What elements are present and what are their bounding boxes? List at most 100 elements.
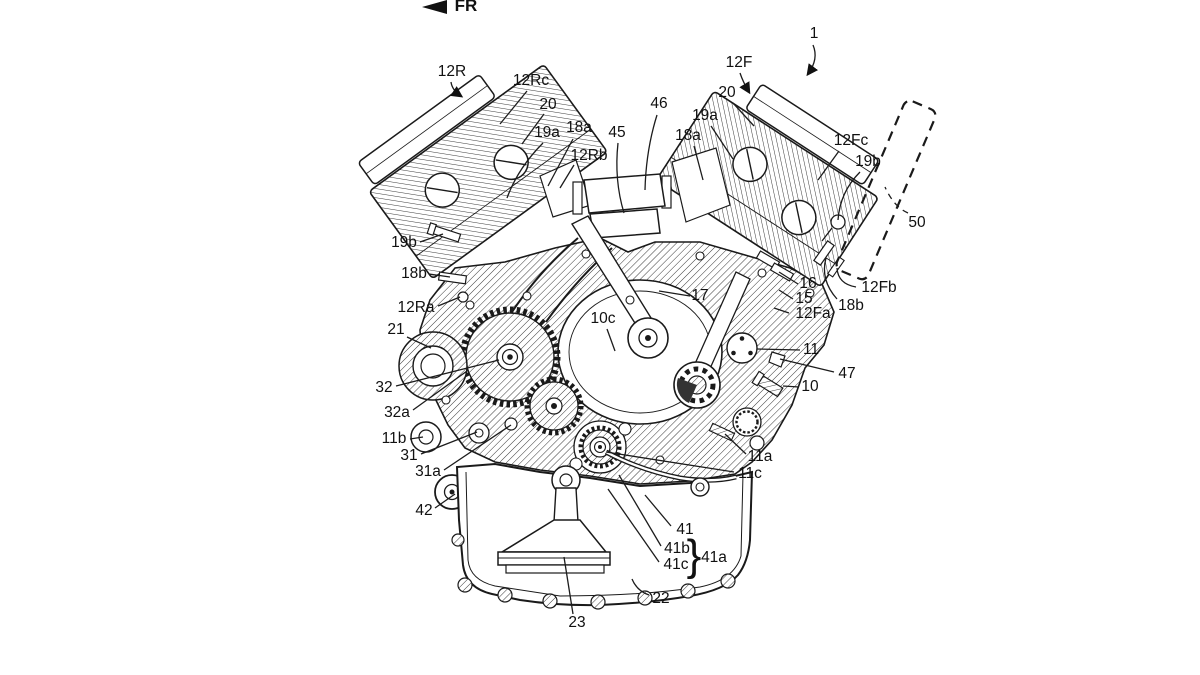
ref-label-21-29: 21: [387, 321, 404, 338]
leader-line-20-10: [732, 102, 755, 127]
leader-line-11c-37: [605, 451, 735, 473]
leader-line-45-7: [616, 142, 625, 214]
washer-31: [468, 422, 490, 444]
water-pump-cover: [732, 407, 762, 437]
ref-label-12F-9: 12F: [726, 54, 753, 71]
connecting-rod-rear: [570, 215, 669, 359]
case-bolts: [441, 249, 815, 465]
ref-label-50-15: 50: [908, 214, 926, 231]
leader-line-18a-5: [547, 138, 574, 187]
ref-label-32-30: 32: [375, 379, 392, 396]
leader-line-32-30: [395, 359, 500, 387]
rear-cylinder-bank: [358, 65, 607, 278]
crank-main-bearing: [673, 361, 721, 409]
ref-label-12Rb-6: 12Rb: [570, 147, 607, 164]
leader-line-18b-17: [823, 257, 838, 300]
ref-label-42-35: 42: [415, 502, 432, 519]
leader-line-18b-27: [428, 273, 451, 278]
cam-chain-guide-left: [511, 237, 579, 313]
leader-line-42-35: [434, 493, 456, 509]
ref-label-41b-39: 41b: [664, 540, 690, 557]
ref-label-12Ra-28: 12Ra: [397, 299, 434, 316]
oil-strainer: [497, 465, 611, 574]
ref-label-11-22: 11: [803, 341, 819, 358]
ref-label-11a-36: 11a: [748, 448, 773, 465]
leader-line-19b-26: [419, 233, 444, 243]
stud-18b-front: [813, 240, 835, 266]
leader-line-19b-14: [837, 171, 861, 221]
ref-label-41-38: 41: [676, 521, 693, 538]
ref-label-20-10: 20: [718, 84, 736, 101]
ref-label-16-18: 16: [799, 275, 816, 292]
ref-label-12R-1: 12R: [438, 63, 466, 80]
ref-label-20-3: 20: [539, 96, 557, 113]
ref-label-17-21: 17: [691, 287, 708, 304]
stud-12Fb: [827, 256, 845, 278]
leader-line-41b-39: [618, 474, 662, 547]
oil-pan: [451, 449, 754, 610]
leader-line-15-19: [778, 289, 794, 300]
intake-funnel-46: [583, 173, 666, 214]
leader-line-10-24: [782, 385, 800, 388]
ref-label-12Fb-16: 12Fb: [861, 279, 896, 296]
ref-label-19a-4: 19a: [534, 124, 560, 141]
bearing-shadow-wedge: [676, 378, 697, 403]
intake-boot-45: [589, 208, 661, 239]
leader-line-12Fb-16: [836, 267, 857, 288]
ref-label-19a-11: 19a: [692, 107, 718, 124]
chain-tensioner-boss: [398, 331, 468, 401]
sensor-stud-15: [769, 262, 795, 282]
ref-label-45-7: 45: [608, 124, 625, 141]
leader-line-47-23: [779, 358, 835, 373]
leader-line-21-29: [406, 336, 432, 349]
leader-line-10c-25: [606, 328, 616, 352]
idler-gear: [524, 376, 584, 436]
ref-label-11b-32: 11b: [382, 430, 407, 447]
direction-marker: FR: [422, 0, 477, 15]
oil-pipe: [604, 449, 737, 497]
oil-pan-bolts: [451, 533, 736, 610]
bolt-right-lower: [749, 435, 765, 451]
leader-line-19a-4: [506, 142, 544, 199]
ref-label-1-0: 1: [810, 25, 819, 42]
leader-line-1-0: [806, 44, 819, 77]
breather-knob-19b: [821, 214, 846, 242]
ref-label-32a-31: 32a: [384, 404, 410, 421]
leader-line-12Rc-2: [499, 90, 528, 125]
leader-line-32a-31: [412, 370, 468, 411]
leader-line-12Ra-28: [437, 296, 461, 307]
ref-label-18b-17: 18b: [838, 297, 864, 314]
ref-label-41c-40: 41c: [664, 556, 689, 573]
ref-label-12Fc-13: 12Fc: [834, 132, 869, 149]
ref-label-18b-27: 18b: [401, 265, 427, 282]
leader-line-41c-40: [607, 488, 660, 563]
oil-bolt-10: [751, 370, 784, 398]
ref-label-31a-34: 31a: [415, 463, 441, 480]
ref-label-18a-12: 18a: [675, 127, 701, 144]
leader-line-41-38: [644, 494, 672, 527]
leader-line-12Rb-6: [559, 164, 575, 189]
leader-line-11-22: [756, 348, 801, 351]
leader-line-16-18: [778, 271, 799, 285]
ref-label-46-8: 46: [650, 95, 667, 112]
front-cylinder-bank: [657, 84, 879, 286]
ref-label-12Rc-2: 12Rc: [513, 72, 549, 89]
leader-line-12F-9: [739, 72, 751, 95]
ref-label-10-24: 10: [801, 378, 819, 395]
ref-label-19b-14: 19b: [855, 153, 881, 170]
ref-label-22-43: 22: [652, 590, 669, 607]
leader-line-31-33: [420, 431, 478, 455]
fr-arrow-icon: [422, 0, 447, 14]
leader-line-22-43: [631, 578, 650, 596]
fr-label: FR: [455, 0, 478, 15]
ref-label-12Fa-20: 12Fa: [795, 305, 831, 322]
leader-line-31a-34: [443, 424, 512, 471]
ref-label-41a-42: 41a: [701, 549, 727, 566]
round-cover-11: [726, 332, 758, 364]
leader-line-20-3: [521, 113, 545, 145]
ref-label-47-23: 47: [838, 365, 855, 382]
ref-label-brace-41: }: [687, 531, 702, 580]
